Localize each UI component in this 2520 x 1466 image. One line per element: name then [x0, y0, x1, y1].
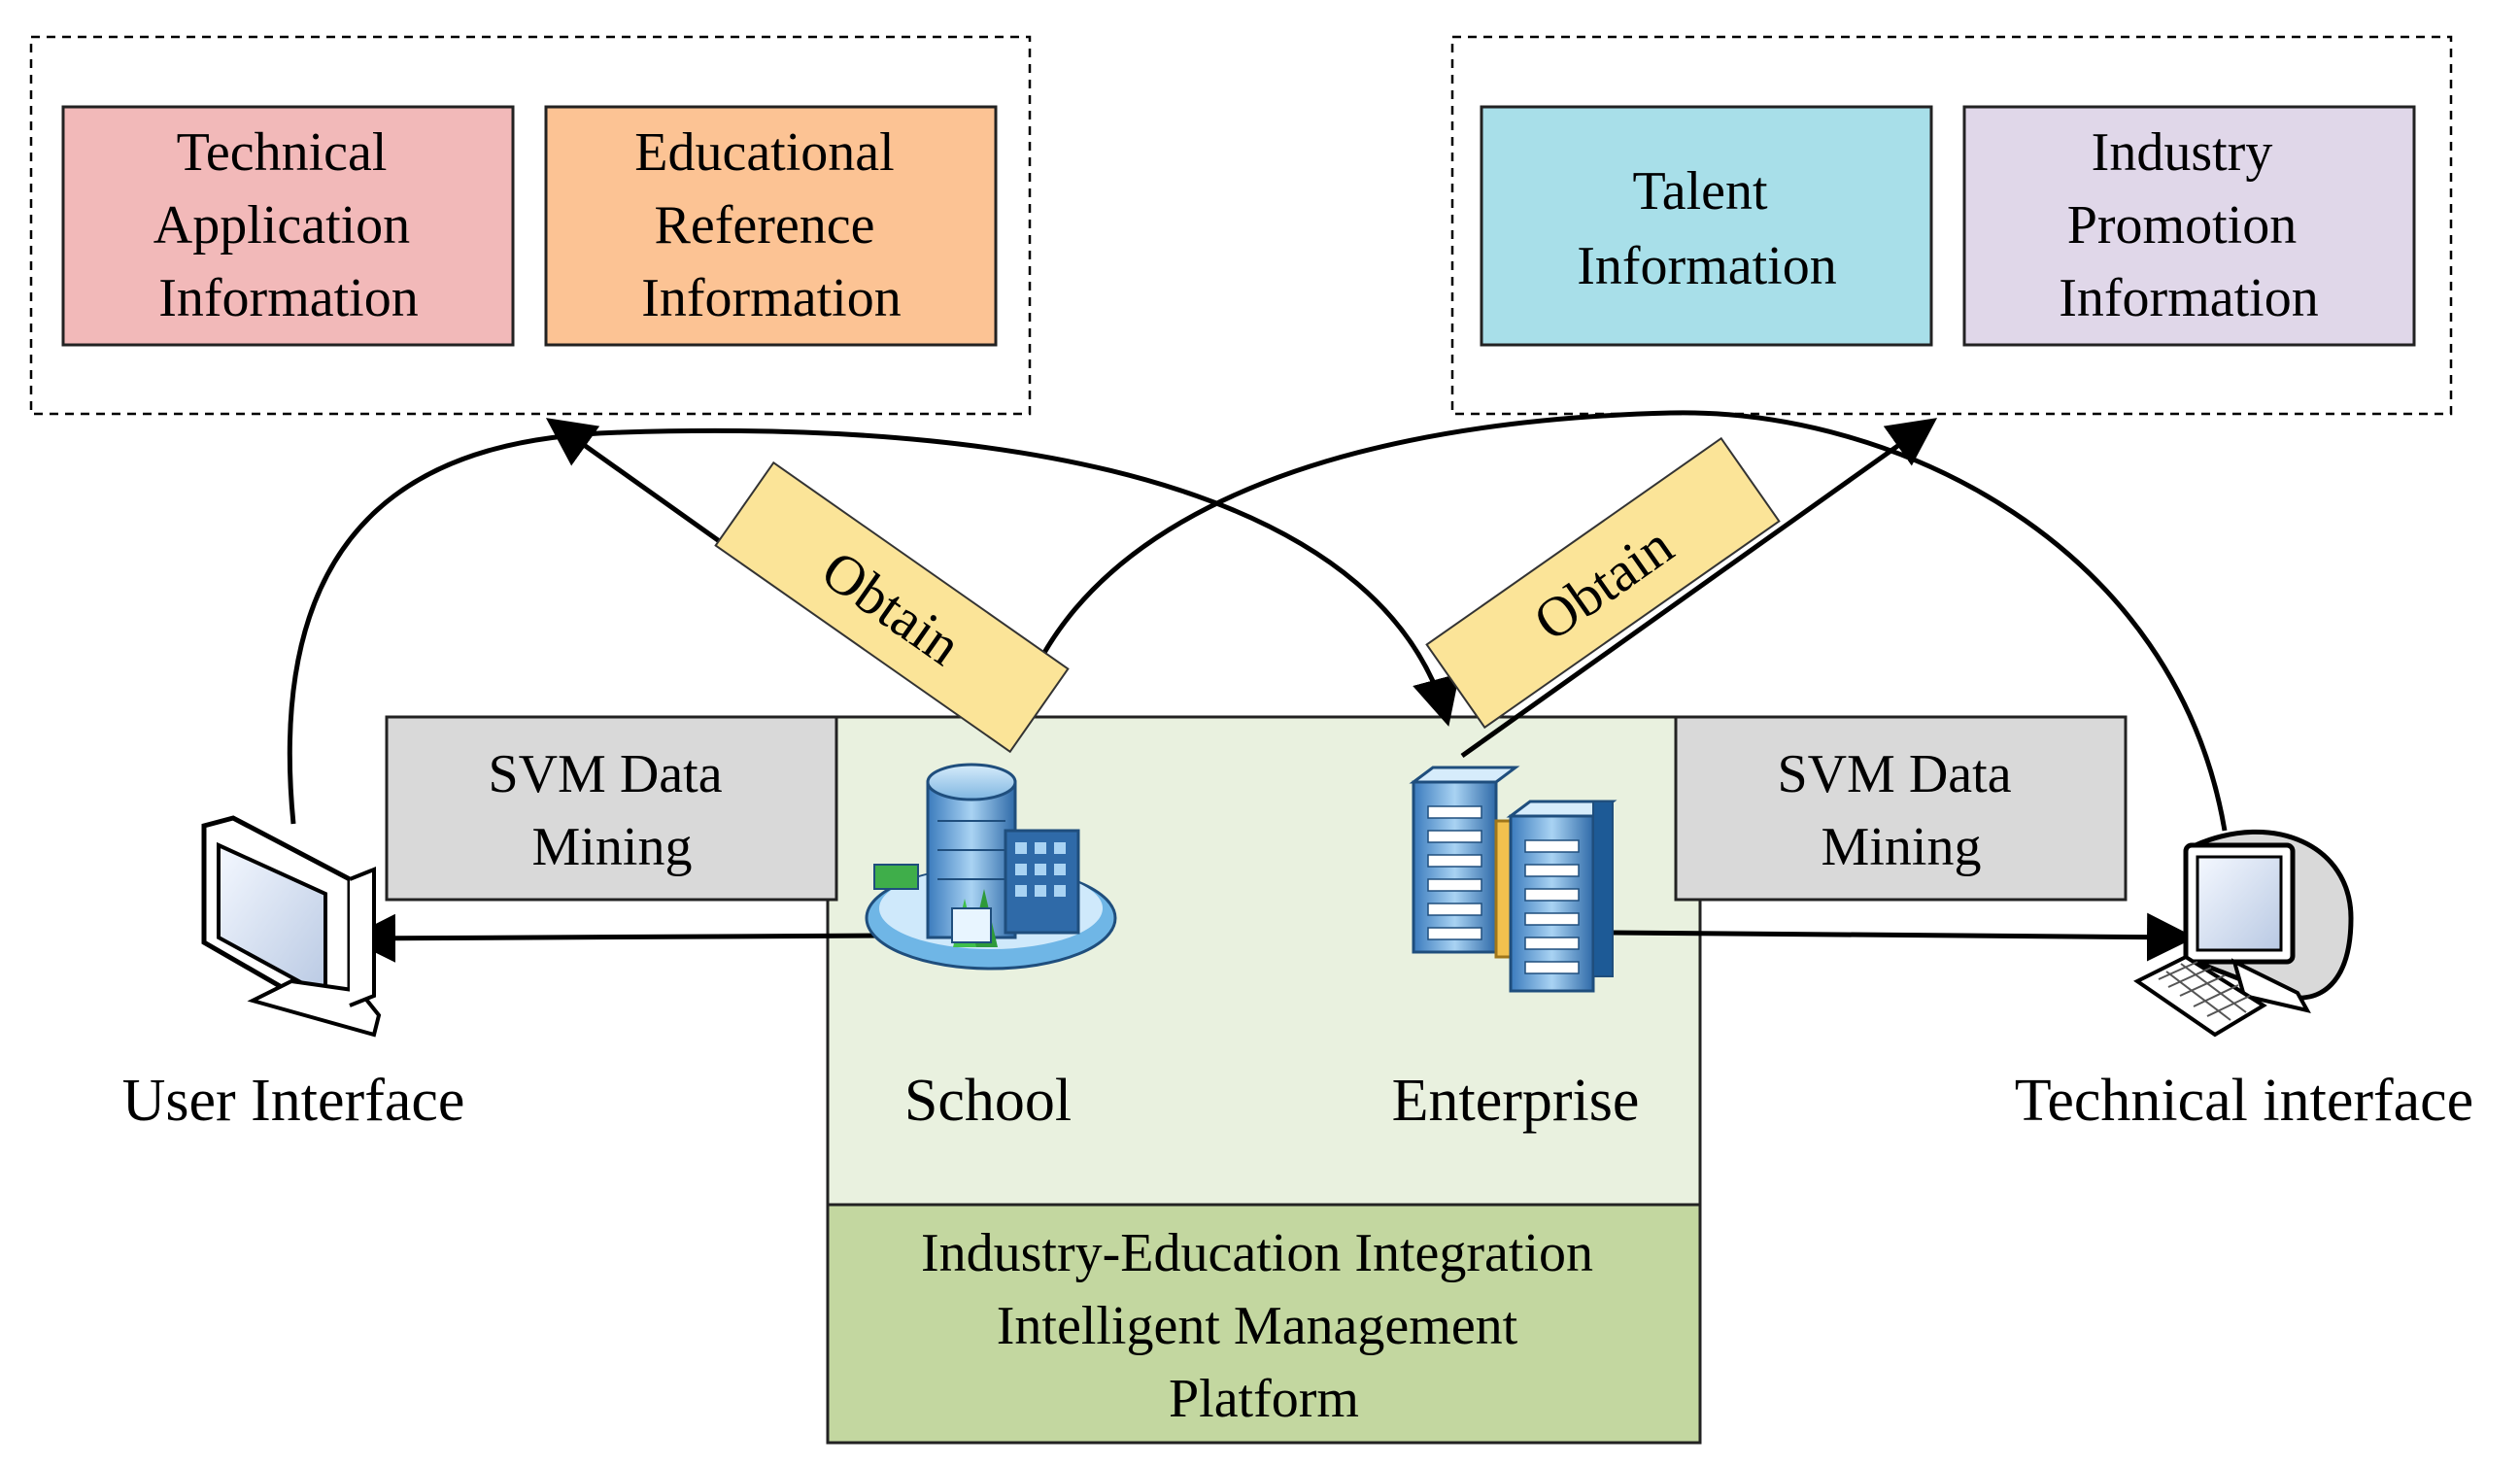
svg-text:Industry Promotion: Industry Promotion Information — [2059, 122, 2318, 328]
info-box-line: Technical — [177, 122, 388, 183]
arrow-school-to-user — [347, 913, 890, 963]
info-box-line: Information — [1577, 236, 1836, 296]
server-building-icon — [1409, 766, 1618, 993]
info-box-line: Application — [153, 195, 410, 256]
arrow-user-to-enterprise — [287, 427, 1460, 825]
svm-box-line: SVM Data — [1777, 744, 2011, 804]
user-interface-label: User Interface — [122, 1068, 465, 1134]
svg-text:Talent Information: Talent Information — [1577, 161, 1836, 296]
info-box-line: Industry — [2092, 122, 2273, 183]
svg-text:Industry-Education Integration: Industry-Education Integration Intellige… — [921, 1223, 1607, 1429]
obtain-label-right: Obtain — [1425, 436, 1781, 730]
info-box-line: Educational — [634, 122, 894, 183]
school-label: School — [904, 1068, 1072, 1134]
arrow-enterprise-to-technical — [1612, 912, 2196, 962]
svg-text:SVM Data Mining: SVM Data Mining — [488, 744, 735, 877]
platform-line: Intelligent Management — [997, 1296, 1518, 1356]
info-box-educational-reference: Educational Reference Information — [544, 105, 998, 347]
technical-interface-label: Technical interface — [2015, 1068, 2473, 1134]
info-box-technical-application: Technical Application Information — [61, 105, 515, 347]
computer-keyboard-icon — [2133, 829, 2354, 1038]
svg-text:Technical Application: Technical Application Information — [153, 122, 424, 328]
svg-text:SVM Data Mining: SVM Data Mining — [1777, 744, 2025, 877]
platform-line: Platform — [1169, 1369, 1359, 1429]
info-group-left — [29, 35, 1032, 416]
info-box-line: Information — [641, 268, 901, 328]
arrow-enterprise-to-right-info — [1460, 418, 1938, 759]
info-box-line: Talent — [1632, 161, 1768, 222]
info-box-industry-promotion: Industry Promotion Information — [1962, 105, 2416, 347]
info-box-line: Information — [2059, 268, 2318, 328]
school-building-icon — [865, 763, 1117, 971]
info-box-line: Promotion — [2067, 195, 2297, 256]
info-box-talent: Talent Information — [1480, 105, 1933, 347]
enterprise-label: Enterprise — [1392, 1068, 1640, 1134]
svm-box-line: Mining — [1822, 817, 1982, 877]
svm-box-line: SVM Data — [488, 744, 722, 804]
info-group-right — [1450, 35, 2453, 416]
platform-label-box: Industry-Education Integration Intellige… — [826, 1203, 1702, 1445]
monitor-icon — [201, 815, 382, 1038]
info-box-line: Reference — [655, 195, 875, 256]
svg-text:Educational Reference: Educational Reference Information — [634, 122, 907, 328]
svm-box-right: SVM Data Mining — [1674, 715, 2128, 902]
obtain-label-left: Obtain — [714, 460, 1070, 754]
svm-box-left: SVM Data Mining — [385, 715, 838, 902]
arrow-technical-to-school — [995, 410, 2228, 832]
platform-line: Industry-Education Integration — [921, 1223, 1593, 1283]
info-box-line: Information — [158, 268, 418, 328]
svm-box-line: Mining — [532, 817, 693, 877]
